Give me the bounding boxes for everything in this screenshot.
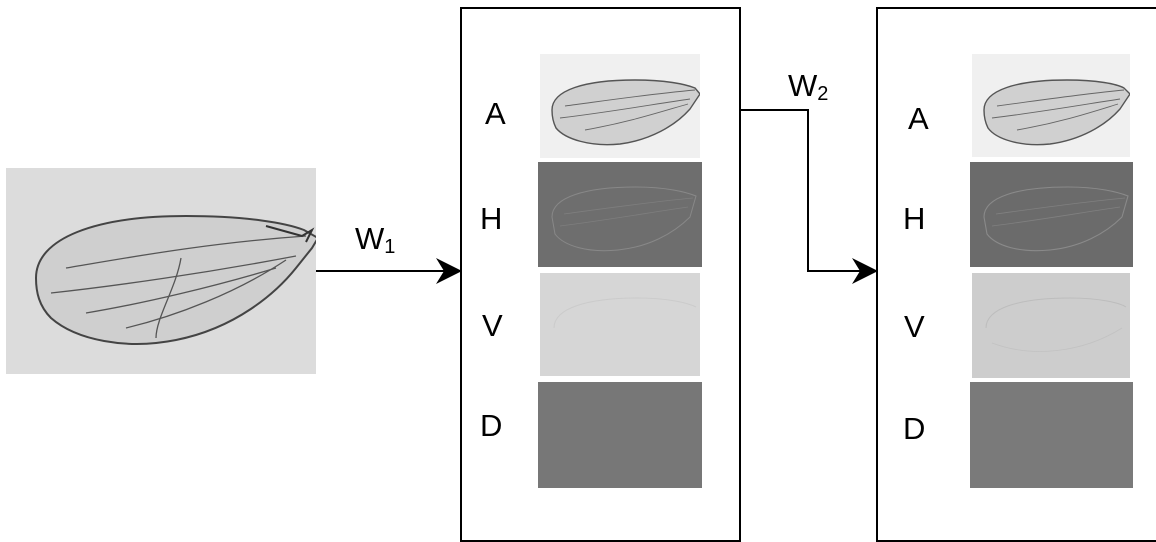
level1-label-v: V: [482, 308, 503, 343]
level1-label-a: A: [485, 96, 506, 131]
level1-diagonal-tile: [538, 382, 702, 488]
level2-diagonal-tile: [970, 382, 1133, 488]
w1-arrow: [316, 258, 462, 284]
wing-drawing: [34, 214, 316, 345]
level1-horizontal-tile: [538, 162, 702, 267]
level1-vertical-tile: [540, 273, 700, 376]
level2-label-d: D: [903, 411, 926, 446]
level2-label-v: V: [904, 309, 925, 344]
level2-label-a: A: [908, 101, 929, 136]
w2-label: W2: [788, 68, 829, 105]
level1-label-h: H: [480, 201, 503, 236]
level2-label-h: H: [903, 201, 926, 236]
level1-label-d: D: [480, 408, 503, 443]
level2-horizontal-tile: [970, 162, 1133, 267]
input-wing-image: [6, 168, 316, 374]
level1-approx-tile: [540, 54, 700, 158]
w1-label: W1: [355, 221, 396, 258]
level2-vertical-tile: [972, 273, 1130, 378]
level2-approx-tile: [972, 54, 1130, 157]
